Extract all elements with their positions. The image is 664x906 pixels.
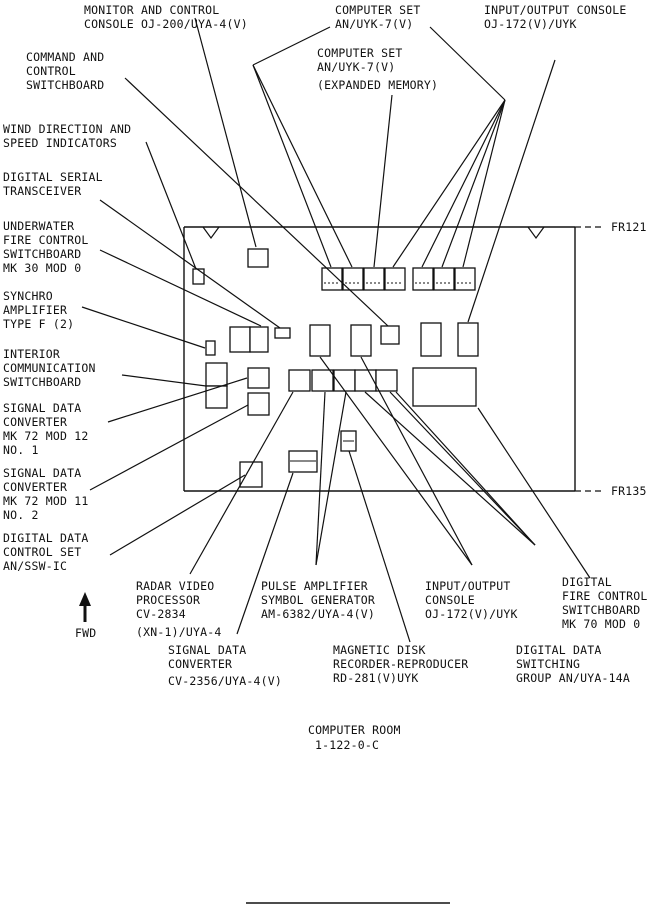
command-switchboard-block <box>380 325 400 345</box>
dd-control-set-block <box>239 461 263 488</box>
sdc-mk72-12-block <box>247 367 270 389</box>
label-radar-video: RADAR VIDEO PROCESSOR CV-2834 (XN-1)/UYA… <box>136 579 222 639</box>
underwater-fc-switchboard-block <box>229 326 251 353</box>
underwater-fc-switchboard-block-2 <box>249 326 269 353</box>
fwd-label: FWD <box>75 626 96 640</box>
wind-indicator-block <box>192 268 205 285</box>
label-pulse-amp: PULSE AMPLIFIER SYMBOL GENERATOR AM-6382… <box>261 579 382 621</box>
io-console-block-3 <box>420 322 442 357</box>
label-serial-transceiver: DIGITAL SERIAL TRANSCEIVER <box>3 170 110 198</box>
label-monitor-console: MONITOR AND CONTROL CONSOLE OJ-200/UYA-4… <box>84 3 248 31</box>
room-outline <box>183 226 602 492</box>
frame-label-fr135: FR135 <box>611 484 647 498</box>
monitor-console-block <box>247 248 269 268</box>
ic-switchboard-block-2 <box>205 385 228 409</box>
equipment-layout <box>192 248 479 488</box>
synchro-amplifier-block <box>205 340 216 356</box>
io-console-block-4 <box>457 322 479 357</box>
io-console-block-2 <box>350 324 372 357</box>
ic-switchboard-block <box>205 362 228 387</box>
label-dd-switching: DIGITAL DATA SWITCHING GROUP AN/UYA-14A <box>516 643 630 685</box>
frame-label-fr121: FR121 <box>611 220 647 234</box>
label-io-console-top: INPUT/OUTPUT CONSOLE OJ-172(V)/UYK <box>484 3 634 31</box>
label-mag-disk: MAGNETIC DISK RECORDER-REPRODUCER RD-281… <box>333 643 475 685</box>
sdc-mk72-11-block <box>247 392 270 416</box>
fwd-indicator: FWD <box>75 592 96 640</box>
label-ic-switchboard: INTERIOR COMMUNICATION SWITCHBOARD <box>3 347 103 389</box>
label-computer-set: COMPUTER SET AN/UYK-7(V) <box>335 3 428 31</box>
label-wind-indicators: WIND DIRECTION AND SPEED INDICATORS <box>3 122 138 150</box>
serial-transceiver-block <box>274 327 291 339</box>
digital-fc-switchboard-block <box>412 367 477 407</box>
label-io-console-bottom: INPUT/OUTPUT CONSOLE OJ-172(V)/UYK <box>425 579 518 621</box>
label-synchro-amp: SYNCHRO AMPLIFIER TYPE F (2) <box>3 289 74 331</box>
fwd-arrow-icon <box>79 592 91 606</box>
label-digital-fc: DIGITAL FIRE CONTROL SWITCHBOARD MK 70 M… <box>562 575 655 631</box>
label-computer-set-expanded: COMPUTER SET AN/UYK-7(V) (EXPANDED MEMOR… <box>317 46 438 92</box>
leader-lines <box>81 17 591 643</box>
label-dd-control-set: DIGITAL DATA CONTROL SET AN/SSW-IC <box>3 531 96 573</box>
computer-set-row <box>321 267 476 291</box>
callout-labels: MONITOR AND CONTROL CONSOLE OJ-200/UYA-4… <box>3 3 655 688</box>
label-command-switchboard: COMMAND AND CONTROL SWITCHBOARD <box>26 50 112 92</box>
diagram-caption: COMPUTER ROOM 1-122-0-C <box>308 723 408 752</box>
io-console-block-1 <box>309 324 331 357</box>
label-sdc-mk72-11: SIGNAL DATA CONVERTER MK 72 MOD 11 NO. 2 <box>3 466 96 522</box>
label-sdc-mk72-12: SIGNAL DATA CONVERTER MK 72 MOD 12 NO. 1 <box>3 401 96 457</box>
label-sdc-cv2356: SIGNAL DATA CONVERTER CV-2356/UYA-4(V) <box>168 643 282 688</box>
label-underwater-fc: UNDERWATER FIRE CONTROL SWITCHBOARD MK 3… <box>3 219 96 275</box>
